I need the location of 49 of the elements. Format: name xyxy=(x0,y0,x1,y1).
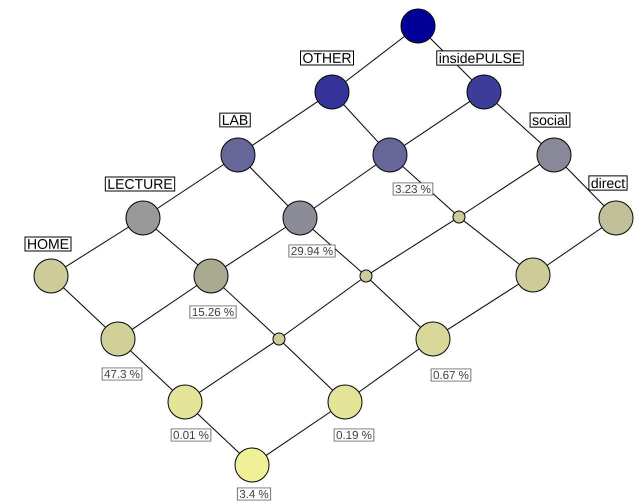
attribute-label: LECTURE xyxy=(104,176,176,192)
connector-line xyxy=(197,413,240,454)
connector-line xyxy=(63,287,106,328)
attribute-label: OTHER xyxy=(300,50,354,66)
concept-circle xyxy=(452,210,466,224)
connector-line xyxy=(132,285,198,330)
connector-line xyxy=(252,101,318,146)
connector-line xyxy=(65,226,129,268)
connector-line xyxy=(224,226,286,268)
percent-label: 29.94 % xyxy=(288,244,336,258)
connector-line xyxy=(370,220,454,274)
concept-circle xyxy=(400,8,436,44)
connector-line xyxy=(156,228,198,266)
connector-line xyxy=(370,280,421,328)
connector-line xyxy=(130,350,173,391)
attribute-label: insidePULSE xyxy=(436,50,524,66)
connector-line xyxy=(446,284,519,330)
connector-line xyxy=(284,279,362,336)
connector-line xyxy=(312,228,362,272)
attribute-label: HOME xyxy=(24,236,72,252)
concept-circle xyxy=(516,258,550,292)
connector-line xyxy=(223,287,275,336)
percent-label: 15.26 % xyxy=(190,306,236,318)
connector-line xyxy=(358,348,420,392)
connector-line xyxy=(566,166,604,206)
connector-line xyxy=(404,101,470,146)
connector-line xyxy=(463,220,520,265)
connector-line xyxy=(345,36,405,82)
attribute-label: direct xyxy=(588,175,628,191)
concept-circle xyxy=(272,332,286,346)
connector-line xyxy=(156,164,224,209)
connector-line xyxy=(198,342,274,393)
connector-line xyxy=(266,411,332,456)
connector-line xyxy=(343,104,379,143)
percent-label: 47.3 % xyxy=(102,368,142,380)
connector-line xyxy=(546,227,602,266)
percent-label: 0.19 % xyxy=(334,428,374,442)
percent-label: 0.01 % xyxy=(170,428,212,442)
concept-circle xyxy=(360,270,372,282)
connector-line xyxy=(283,342,334,391)
percent-label: 0.67 % xyxy=(430,368,472,382)
connector-line xyxy=(250,166,288,206)
connector-line xyxy=(464,164,540,214)
attribute-label: LAB xyxy=(219,112,251,128)
connector-line xyxy=(496,103,542,144)
percent-label: 3.23 % xyxy=(392,182,434,196)
attribute-label: social xyxy=(530,112,570,128)
percent-label: 3.4 % xyxy=(236,488,272,500)
connector-line xyxy=(314,164,376,209)
